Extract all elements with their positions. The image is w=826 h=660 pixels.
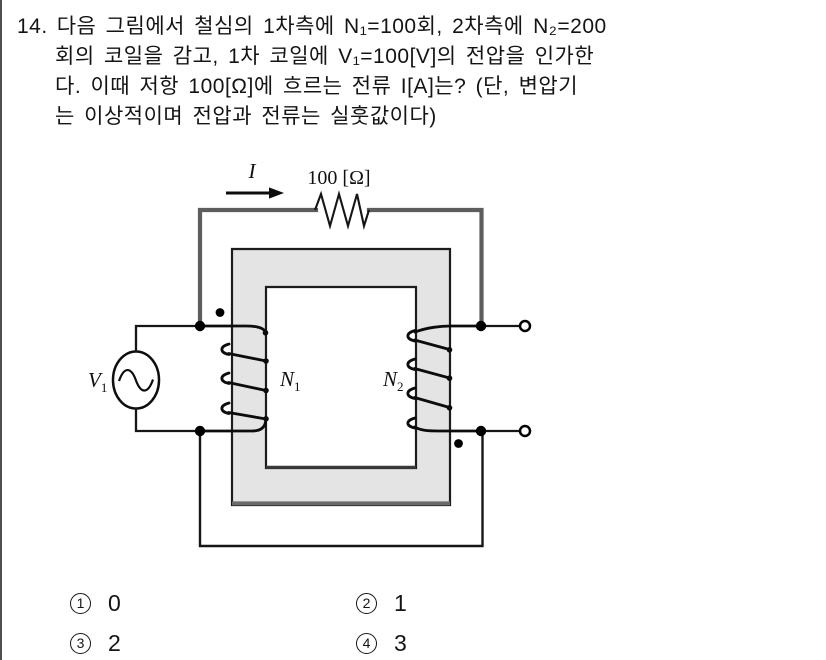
sine-wave-icon: [117, 369, 155, 392]
secondary-coil: [406, 324, 482, 433]
source-label: V1: [88, 368, 107, 395]
page-edge-line: [0, 0, 2, 660]
secondary-coil-label: N2: [382, 367, 404, 394]
option-marker: 1: [70, 592, 91, 614]
source-top-wire: [134, 324, 199, 352]
resistor-zigzag: [314, 190, 371, 231]
terminal-circle-top: [518, 319, 532, 333]
transformer-core: [230, 247, 452, 507]
ac-source: [111, 350, 161, 410]
current-arrow-icon: [226, 187, 284, 199]
junction-dots: [194, 320, 487, 437]
question-line: 다. 이때 저항 100[Ω]에 흐르는 전류 I[A]는? (단, 변압기: [55, 75, 579, 98]
junction-dot: [475, 320, 487, 332]
option-value: 0: [108, 589, 121, 616]
answer-option-2: 2 1: [356, 590, 407, 616]
option-value: 1: [394, 589, 407, 616]
option-marker: 4: [356, 632, 377, 654]
resistor-loop-wire: [197, 207, 484, 332]
junction-dot: [475, 425, 487, 437]
question-line: 14. 다음 그림에서 철심의 1차측에 N₁=100회, 2차측에 N₂=200: [17, 12, 607, 42]
answer-option-3: 3 2: [70, 630, 121, 656]
question-number: 14.: [17, 15, 48, 38]
current-label: I: [248, 159, 257, 183]
answer-option-1: 1 0: [70, 590, 121, 616]
bottom-loop-wire: [198, 431, 484, 548]
source-bottom-wire: [134, 408, 199, 433]
junction-dot: [194, 425, 206, 437]
option-marker: 2: [356, 592, 377, 614]
question-line: 회의 코일을 감고, 1차 코일에 V₁=100[V]의 전압을 인가한: [55, 45, 595, 68]
primary-coil-label: N1: [279, 367, 301, 394]
resistor-label: 100 [Ω]: [307, 167, 370, 189]
question-line: 는 이상적이며 전압과 전류는 실훗값이다): [55, 105, 437, 128]
option-value: 2: [108, 629, 121, 656]
junction-dot: [194, 320, 206, 332]
polarity-dot-secondary: [454, 439, 463, 448]
answer-option-4: 4 3: [356, 630, 407, 656]
option-value: 3: [394, 629, 407, 656]
primary-coil: [199, 324, 269, 433]
terminal-circle-bottom: [518, 424, 532, 438]
option-marker: 3: [70, 632, 91, 654]
connection-wires: [134, 324, 520, 548]
question-text: 다음 그림에서 철심의 1차측에 N₁=100회, 2차측에 N₂=200: [56, 15, 607, 38]
polarity-dot-primary: [215, 308, 225, 317]
